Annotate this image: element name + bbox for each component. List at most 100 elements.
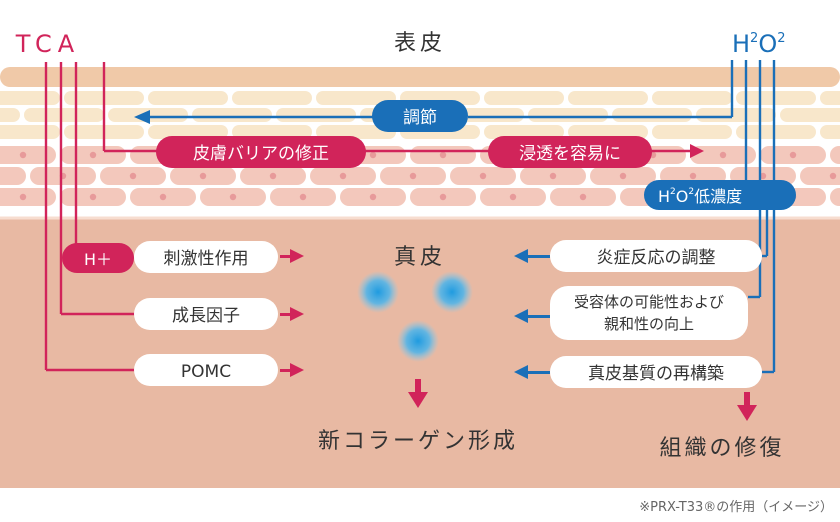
epidermis-cell: [148, 91, 228, 105]
epidermis-cell: [192, 108, 272, 122]
cell-nucleus: [759, 172, 767, 180]
cell-nucleus: [369, 151, 377, 159]
down-arrows: [408, 379, 757, 421]
cell-nucleus: [229, 193, 237, 201]
cell-nucleus: [129, 172, 137, 180]
cell-nucleus: [549, 172, 557, 180]
cell-nucleus: [509, 193, 517, 201]
adjust-pill: [372, 100, 468, 132]
cell-nucleus: [339, 172, 347, 180]
cell-nucleus: [439, 151, 447, 159]
cell-nucleus: [789, 151, 797, 159]
cell-nucleus: [619, 172, 627, 180]
inflammation-label: 炎症反応の調整: [597, 248, 716, 268]
pomc-label: POMC: [181, 362, 231, 382]
epidermis-cell: [316, 125, 396, 139]
permeation-arrow-icon: [690, 144, 704, 158]
epidermis-cell: [830, 188, 840, 206]
tca-label: TCA: [15, 30, 80, 58]
cell-nucleus: [269, 172, 277, 180]
epidermis-cell: [0, 188, 56, 206]
cell-nucleus: [829, 172, 837, 180]
h2o2-lines: [150, 60, 776, 374]
epidermis-cell: [568, 91, 648, 105]
blue-dot: [431, 271, 473, 313]
new-collagen-label: 新コラーゲン形成: [318, 429, 518, 454]
cell-nucleus: [19, 151, 27, 159]
epidermis-top-band: [0, 67, 840, 87]
epidermis-cell: [830, 146, 840, 164]
tissue-repair-label: 組織の修復: [659, 436, 784, 461]
epidermis-cell: [148, 125, 228, 139]
collagen-dots: [357, 271, 473, 362]
h2o2-label: H2O2: [732, 30, 786, 58]
tca-lines: [44, 62, 690, 372]
stimulation-label: 刺激性作用: [164, 249, 249, 269]
cell-nucleus: [369, 193, 377, 201]
cell-nucleus: [159, 193, 167, 201]
permeation-label: 浸透を容易に: [519, 144, 621, 164]
epidermis-cell: [780, 108, 840, 122]
epidermis-cell: [0, 108, 20, 122]
epidermis-cell: [736, 91, 816, 105]
epidermis-cell: [0, 91, 60, 105]
epidermis-cell: [568, 125, 648, 139]
receptor-pill: [550, 286, 748, 340]
epidermis-cell: [484, 125, 564, 139]
epidermis-cell: [232, 91, 312, 105]
epidermis-cell: [820, 91, 840, 105]
receptor-label-line2: 親和性の向上: [604, 315, 694, 333]
epidermis-cell: [0, 167, 26, 185]
pomc-pill: [134, 354, 278, 386]
permeation-pill: [488, 136, 652, 168]
cell-nucleus: [689, 172, 697, 180]
blue-dot: [397, 320, 439, 362]
epidermis-cell: [484, 91, 564, 105]
cell-nucleus: [579, 193, 587, 201]
low-concentration-pill: [644, 180, 796, 210]
cell-nucleus: [719, 151, 727, 159]
cell-nucleus: [199, 172, 207, 180]
cell-nucleus: [89, 151, 97, 159]
dermis-title: 真皮: [394, 245, 446, 270]
epidermis-cell: [820, 125, 840, 139]
epidermis-cell: [528, 108, 608, 122]
matrix-pill: [550, 356, 762, 388]
epidermis-cell: [232, 125, 312, 139]
cell-nucleus: [19, 193, 27, 201]
epidermis-cell: [652, 125, 732, 139]
epidermis-cell: [0, 125, 60, 139]
epidermis-cell: [800, 167, 840, 185]
adjust-arrow-icon: [134, 110, 150, 124]
cell-nucleus: [299, 193, 307, 201]
growth-pill: [134, 298, 278, 330]
epidermis-cell: [316, 91, 396, 105]
epidermis-cell: [696, 108, 776, 122]
epidermis-cell: [612, 108, 692, 122]
receptor-label-line1: 受容体の可能性および: [574, 293, 724, 311]
barrier-label: 皮膚バリアの修正: [193, 144, 329, 164]
growth-label: 成長因子: [172, 306, 240, 326]
magenta-dermis-arrows: [280, 249, 304, 377]
cell-nucleus: [479, 172, 487, 180]
epidermis-cell: [24, 108, 104, 122]
epidermis-title: 表皮: [394, 31, 446, 56]
epidermis-cell: [652, 91, 732, 105]
cell-nucleus: [439, 193, 447, 201]
cell-nucleus: [409, 172, 417, 180]
hplus-label: H＋: [84, 250, 112, 269]
epidermis-cell: [276, 108, 356, 122]
stimulation-pill: [134, 241, 278, 273]
epidermis-cell: [736, 125, 816, 139]
inflammation-pill: [550, 240, 762, 272]
low-concentration-label: H2O2低濃度: [658, 187, 742, 206]
epidermis-cell: [0, 146, 56, 164]
cell-nucleus: [89, 193, 97, 201]
matrix-label: 真皮基質の再構築: [588, 364, 724, 384]
caption: ※PRX-T33®の作用（イメージ）: [639, 500, 833, 515]
barrier-pill: [156, 136, 366, 168]
blue-dot: [357, 271, 399, 313]
adjust-label: 調節: [403, 108, 437, 128]
